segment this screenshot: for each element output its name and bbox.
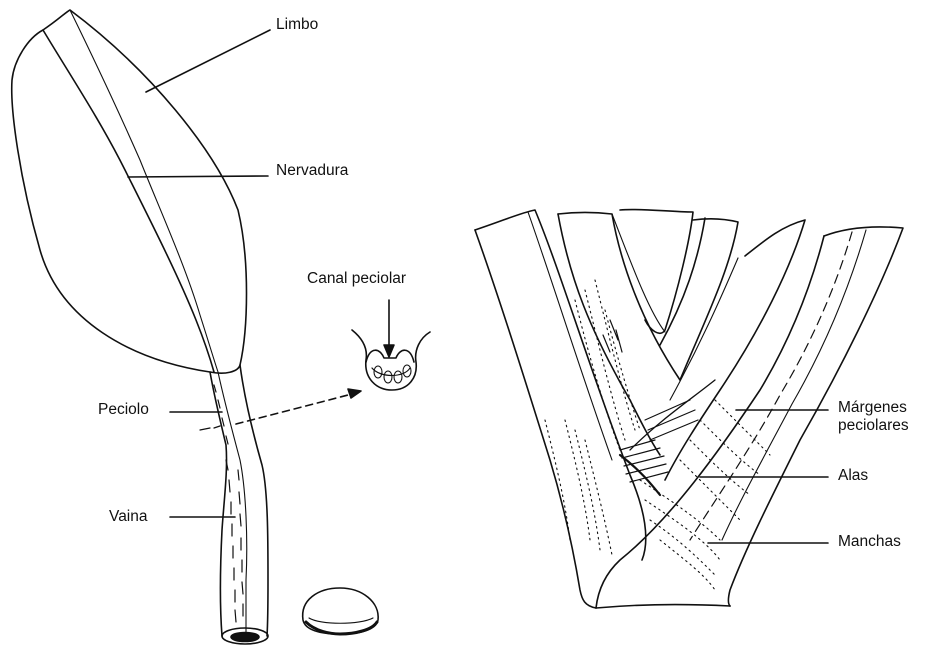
label-nervadura: Nervadura	[276, 162, 348, 180]
section-arrow	[236, 394, 352, 424]
limbo-leader	[146, 30, 270, 92]
label-peciolo: Peciolo	[98, 401, 149, 419]
midrib	[43, 30, 214, 372]
sheath-cross-section	[303, 588, 378, 634]
nervadura-leader	[128, 176, 268, 177]
label-vaina: Vaina	[109, 508, 148, 526]
petiole-right-edge	[240, 365, 268, 636]
petiole-cross-section	[352, 300, 430, 390]
sheath-base-inner	[231, 633, 259, 642]
label-margenes-line1: Márgenes	[838, 398, 907, 417]
label-canal-peciolar: Canal peciolar	[307, 270, 406, 288]
label-margenes-line2: peciolares	[838, 416, 909, 435]
sheath-stippling	[214, 385, 243, 622]
petiole-section-mark	[200, 426, 220, 430]
leaf-blade-outline	[12, 10, 247, 373]
fan-hatching	[603, 320, 698, 482]
label-limbo: Limbo	[276, 16, 318, 34]
section-arrow-head	[348, 389, 361, 398]
leaf-drawing	[12, 10, 361, 644]
label-alas: Alas	[838, 467, 868, 485]
label-manchas: Manchas	[838, 533, 901, 551]
